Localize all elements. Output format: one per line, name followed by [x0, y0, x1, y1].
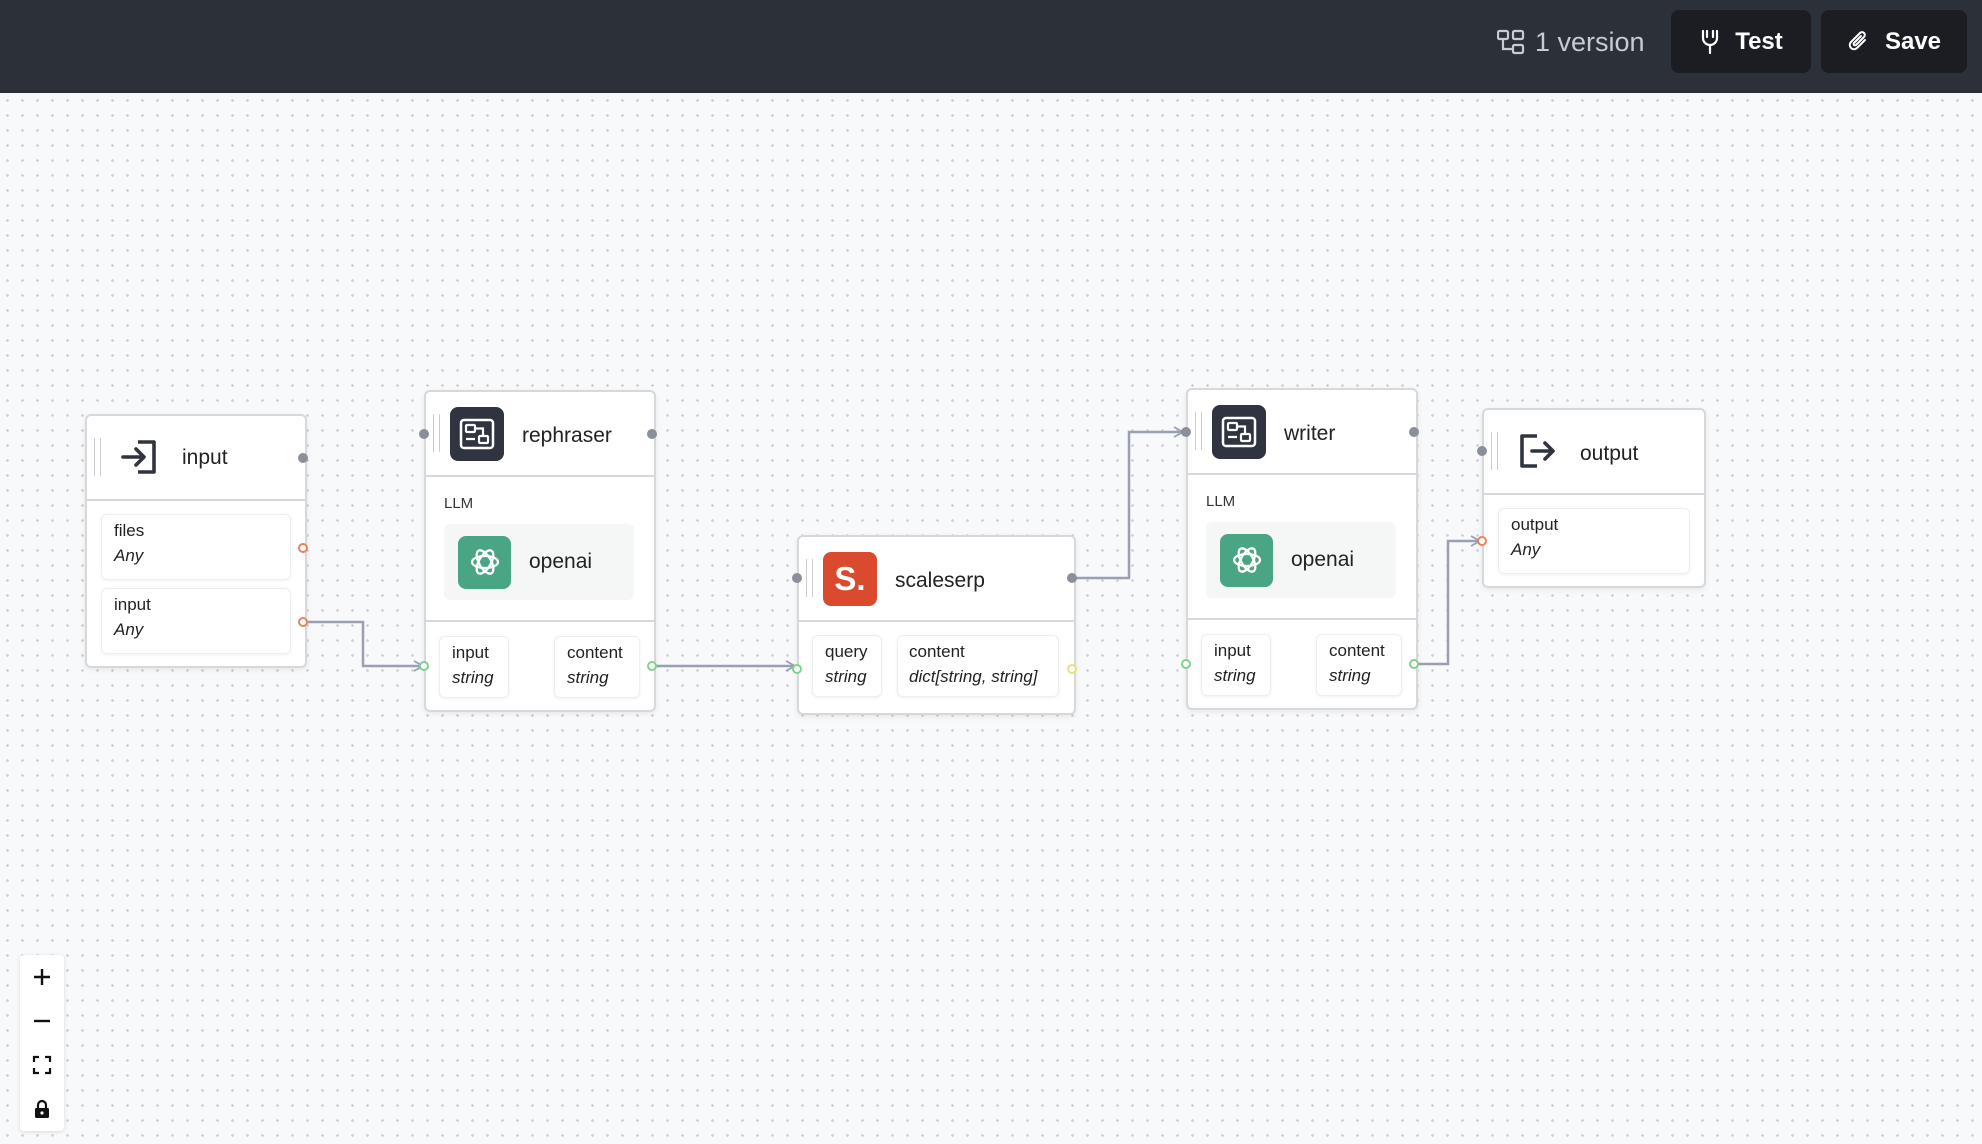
drag-handle[interactable] [806, 559, 813, 597]
node-rephraser[interactable]: rephraser LLM openai input string conten… [424, 390, 656, 712]
port-writer-out[interactable] [1409, 427, 1419, 437]
drag-handle[interactable] [94, 438, 101, 476]
top-bar: 1 version Test Save [0, 0, 1982, 93]
port-input-out[interactable] [298, 453, 308, 463]
save-label: Save [1884, 27, 1942, 55]
port-output-field-in[interactable] [1477, 536, 1487, 546]
node-header: output [1484, 410, 1704, 495]
scaleserp-icon-letter: S. [834, 560, 866, 597]
drag-handle[interactable] [433, 414, 440, 452]
port-rephraser-content[interactable] [647, 661, 657, 671]
field-content: content string [554, 636, 640, 698]
field-name: input [114, 595, 151, 614]
input-enter-icon [113, 430, 167, 484]
openai-icon [458, 535, 511, 589]
drag-handle[interactable] [1195, 412, 1202, 450]
agent-icon [1212, 405, 1266, 459]
node-title: rephraser [522, 424, 612, 447]
zoom-out-button[interactable] [20, 999, 64, 1043]
field-name: content [1329, 641, 1385, 660]
field-name: input [452, 643, 489, 662]
provider-name: openai [1291, 548, 1355, 571]
lock-button[interactable] [20, 1087, 64, 1131]
provider-name: openai [529, 550, 593, 573]
field-type: string [567, 668, 609, 687]
field-type: string [825, 667, 867, 686]
field-type: Any [1511, 540, 1541, 559]
agent-icon [450, 407, 504, 461]
test-button[interactable]: Test [1671, 10, 1811, 73]
field-name: files [114, 521, 145, 540]
node-header: input [87, 416, 305, 501]
version-label: 1 version [1535, 26, 1645, 57]
llm-label: LLM [1206, 493, 1236, 510]
field-type: Any [114, 546, 144, 565]
port-rephraser-out[interactable] [647, 429, 657, 439]
port-input-field-out[interactable] [298, 617, 308, 627]
node-input[interactable]: input files Any input Any [85, 414, 307, 668]
canvas-controls [20, 955, 64, 1131]
field-output: output Any [1498, 508, 1690, 574]
port-scaleserp-content[interactable] [1067, 664, 1077, 674]
node-title: writer [1284, 422, 1336, 445]
port-writer-in[interactable] [1181, 427, 1191, 437]
field-type: dict[string, string] [909, 667, 1038, 686]
provider-openai[interactable]: openai [1206, 522, 1396, 598]
node-header: rephraser [426, 392, 654, 477]
field-name: content [567, 643, 623, 662]
section-divider [1188, 618, 1416, 620]
port-files-out[interactable] [298, 543, 308, 553]
scaleserp-icon: S. [823, 552, 877, 606]
node-title: scaleserp [895, 569, 985, 592]
port-scaleserp-query[interactable] [792, 664, 802, 674]
port-output-in[interactable] [1477, 446, 1487, 456]
node-title: output [1580, 442, 1639, 465]
node-title: input [182, 446, 228, 469]
field-input: input string [439, 636, 509, 698]
node-scaleserp[interactable]: S. scaleserp query string content dict[s… [797, 535, 1076, 715]
field-files: files Any [101, 514, 291, 580]
field-content: content dict[string, string] [897, 635, 1059, 697]
field-name: query [825, 642, 868, 661]
field-content: content string [1316, 634, 1402, 696]
field-name: input [1214, 641, 1251, 660]
lock-icon [35, 1099, 49, 1118]
node-output[interactable]: output output Any [1482, 408, 1706, 588]
field-type: string [452, 668, 494, 687]
field-name: content [909, 642, 965, 661]
section-divider [426, 620, 654, 622]
save-button[interactable]: Save [1821, 10, 1967, 73]
provider-openai[interactable]: openai [444, 524, 634, 600]
field-input: input Any [101, 588, 291, 654]
node-header: writer [1188, 390, 1416, 475]
node-writer[interactable]: writer LLM openai input string content s… [1186, 388, 1418, 710]
version-button[interactable]: 1 version [1497, 22, 1645, 62]
llm-label: LLM [444, 495, 474, 512]
test-icon [1702, 29, 1719, 54]
field-name: output [1511, 515, 1559, 534]
port-rephraser-in[interactable] [419, 429, 429, 439]
field-type: Any [114, 620, 144, 639]
port-writer-content[interactable] [1409, 659, 1419, 669]
node-header: S. scaleserp [799, 537, 1074, 622]
port-writer-input[interactable] [1181, 659, 1191, 669]
zoom-in-icon [34, 969, 50, 985]
port-rephraser-input[interactable] [419, 661, 429, 671]
openai-icon [1220, 533, 1273, 587]
test-label: Test [1735, 27, 1783, 55]
port-scaleserp-in[interactable] [792, 573, 802, 583]
drag-handle[interactable] [1491, 432, 1498, 470]
zoom-in-button[interactable] [20, 955, 64, 999]
zoom-out-icon [34, 1019, 50, 1023]
fit-view-icon [32, 1055, 52, 1075]
version-tree-icon [1497, 29, 1525, 55]
fit-view-button[interactable] [20, 1043, 64, 1087]
field-type: string [1329, 666, 1371, 685]
port-scaleserp-out[interactable] [1067, 573, 1077, 583]
field-input: input string [1201, 634, 1271, 696]
field-query: query string [812, 635, 882, 697]
field-type: string [1214, 666, 1256, 685]
output-exit-icon [1510, 424, 1564, 478]
save-paperclip-icon [1848, 30, 1866, 50]
